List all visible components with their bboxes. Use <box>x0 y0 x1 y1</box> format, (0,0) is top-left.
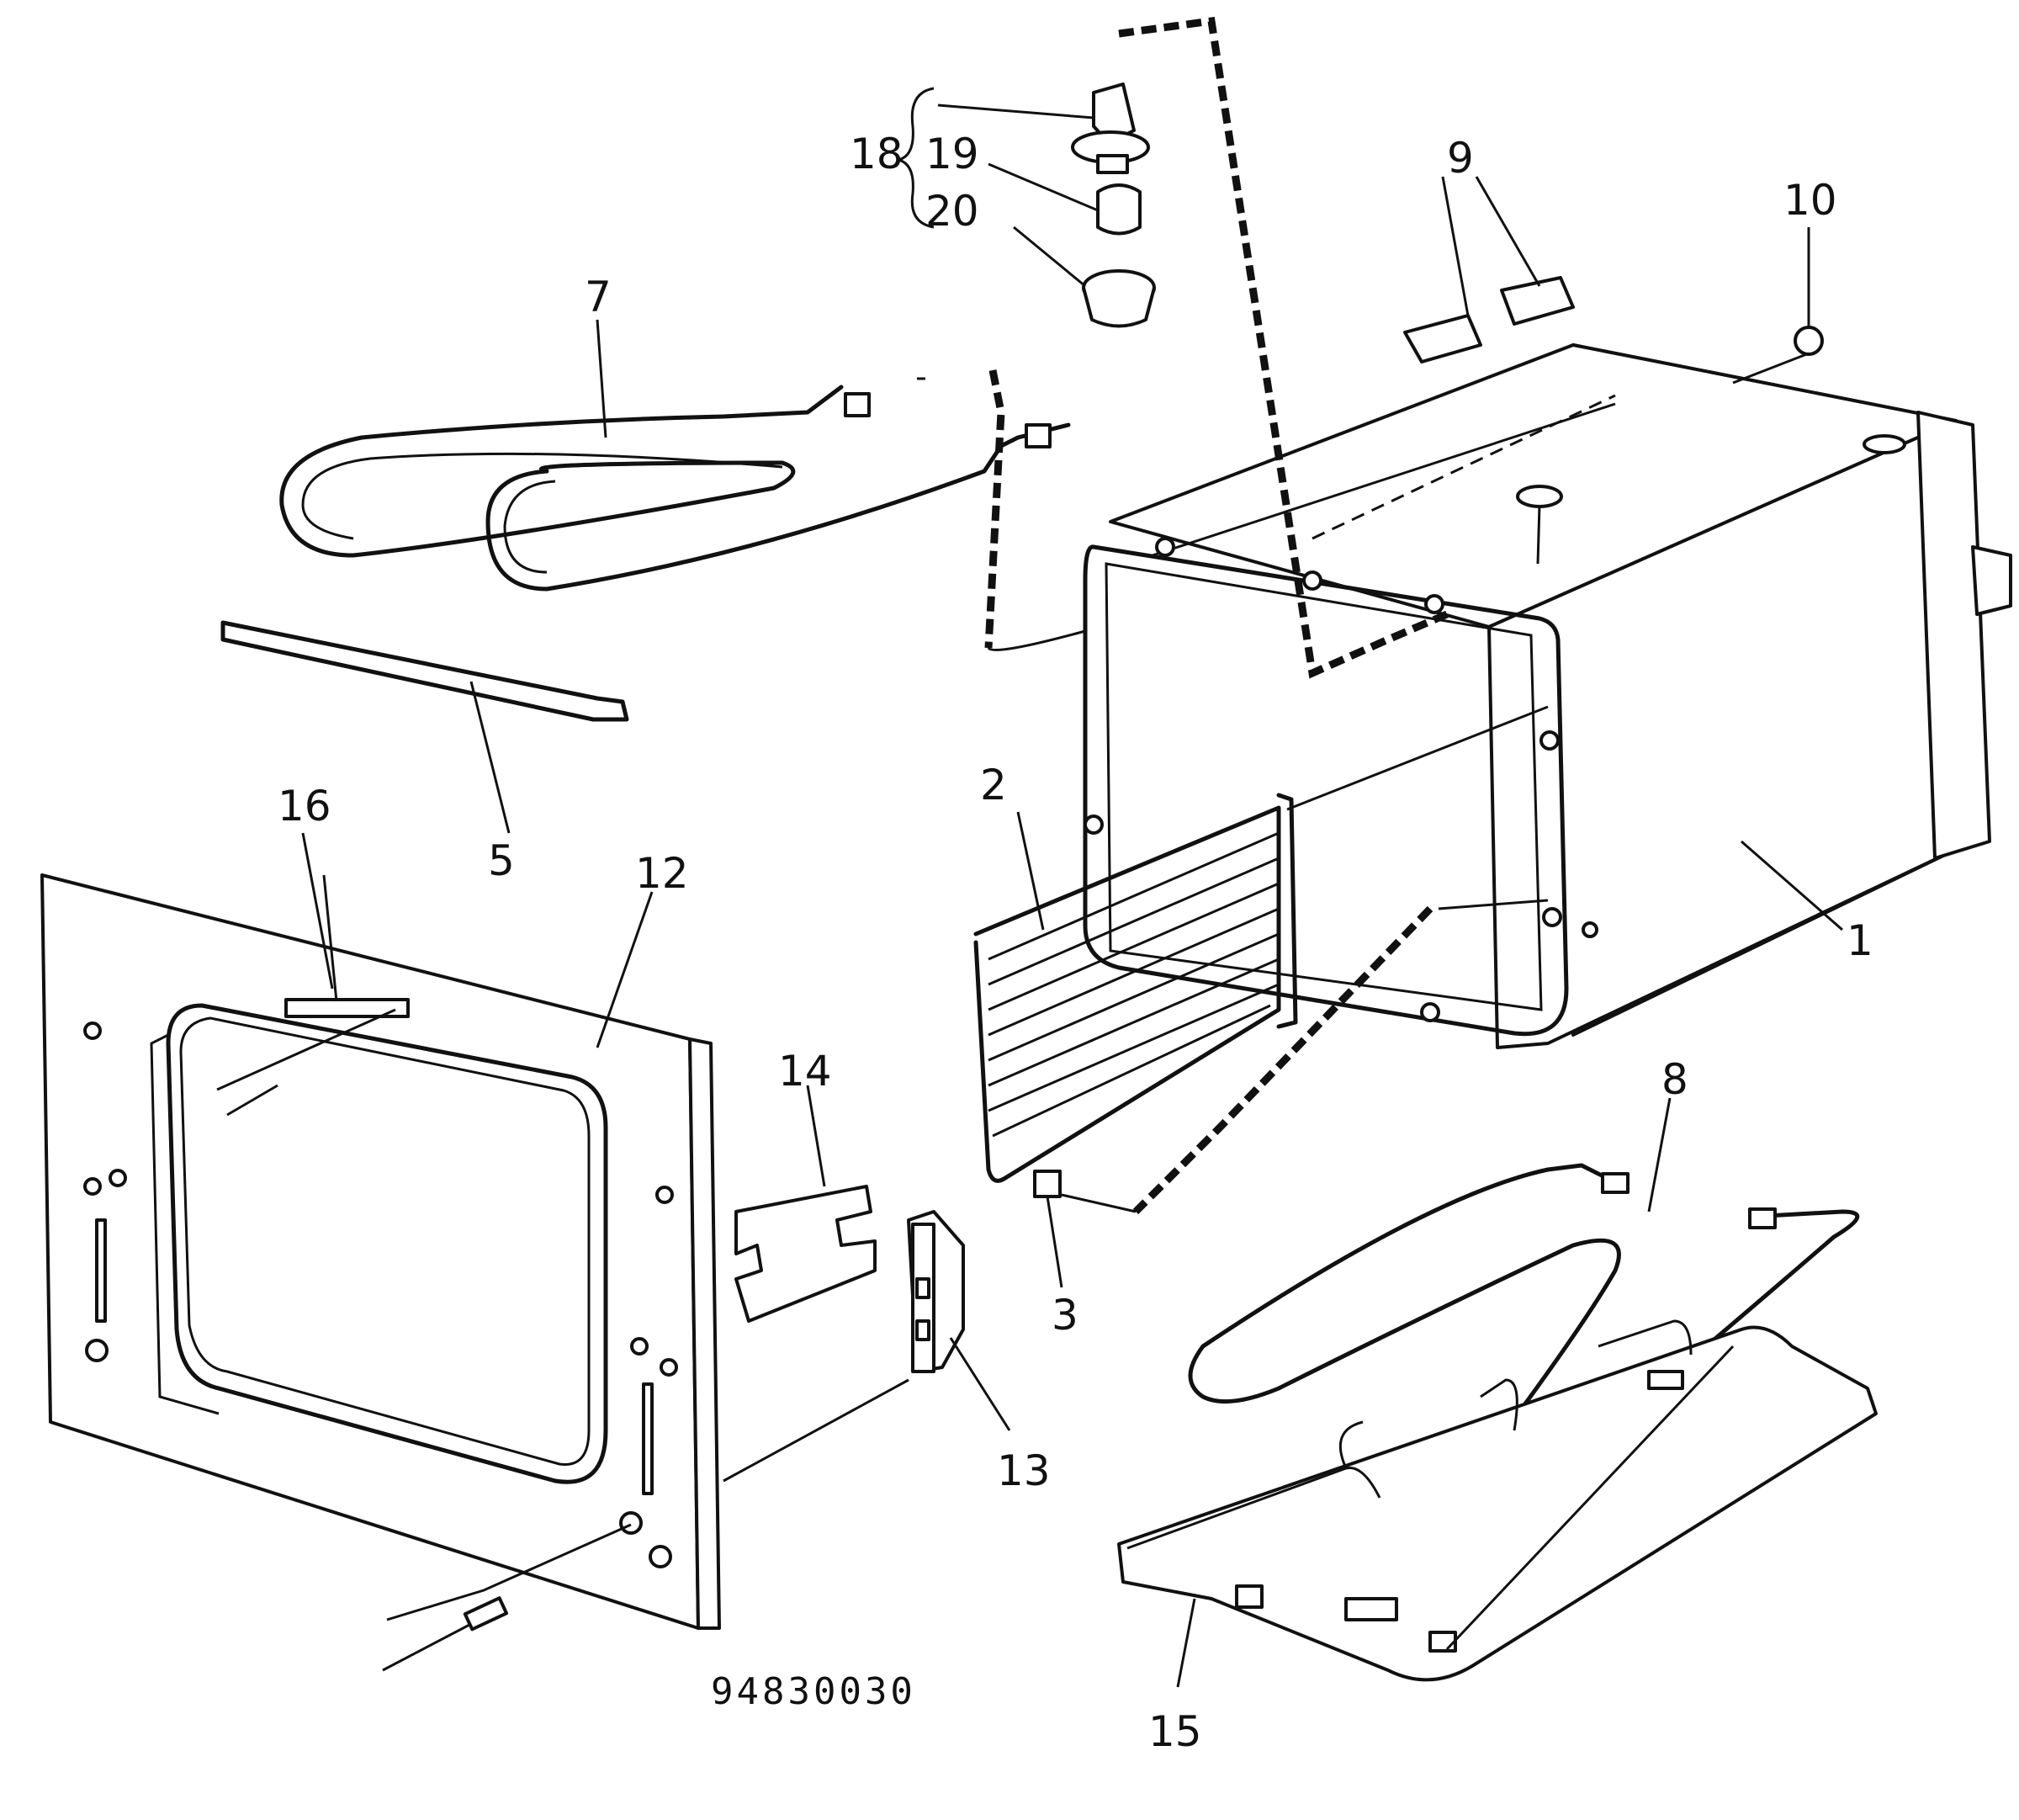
label-part-12: 12 <box>635 849 689 898</box>
door-hinge-plate <box>723 1085 1011 1483</box>
grill-heating-element <box>279 319 1071 592</box>
shelf-rack <box>973 793 1298 1183</box>
fixing-clips <box>1403 176 1575 363</box>
oven-cavity <box>1083 343 2012 1049</box>
drawing-number: 94830030 <box>711 1670 916 1713</box>
label-part-8: 8 <box>1661 1055 1688 1104</box>
bottom-tray <box>1117 1319 1878 1688</box>
oven-lamp-assembly <box>898 82 1156 328</box>
label-part-3: 3 <box>1052 1291 1078 1340</box>
label-part-14: 14 <box>778 1047 832 1096</box>
label-part-10: 10 <box>1783 176 1837 225</box>
label-part-18: 18 <box>850 130 904 178</box>
support-rod <box>220 620 629 834</box>
hinge-pin <box>382 1596 509 1672</box>
label-part-2: 2 <box>980 761 1007 809</box>
screw <box>1732 227 1824 385</box>
label-part-15: 15 <box>1148 1707 1202 1756</box>
rack-clip <box>1033 1170 1137 1288</box>
door-frame <box>40 873 721 1630</box>
label-part-13: 13 <box>997 1446 1051 1495</box>
label-part-20: 20 <box>925 187 979 236</box>
label-part-19: 19 <box>925 130 979 178</box>
label-part-9: 9 <box>1447 134 1474 183</box>
label-part-5: 5 <box>488 836 515 885</box>
label-part-1: 1 <box>1847 916 1873 965</box>
label-part-7: 7 <box>585 273 612 321</box>
label-part-16: 16 <box>278 782 331 830</box>
